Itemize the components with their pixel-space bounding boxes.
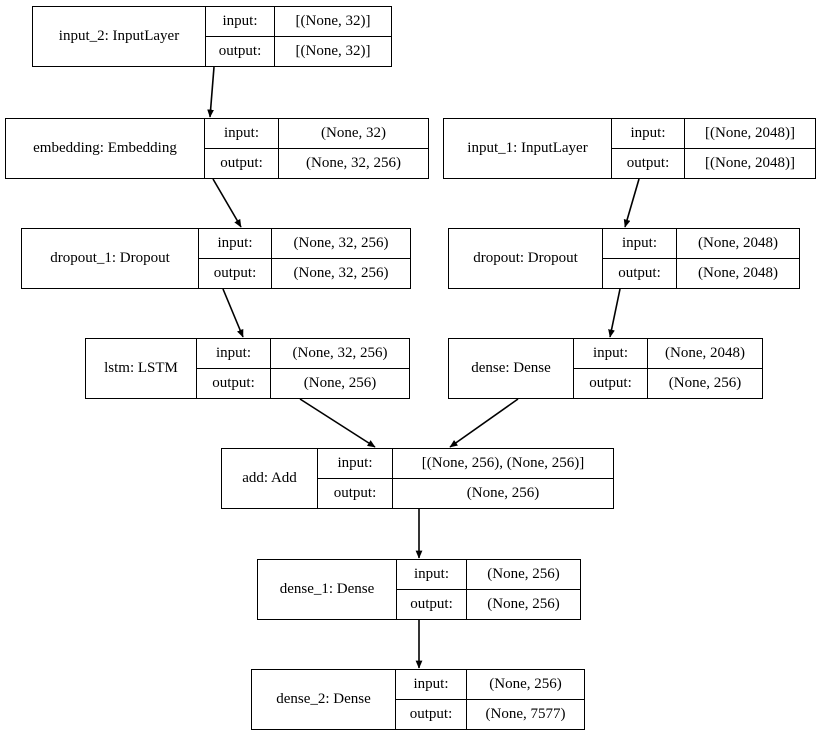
node-input-label-lstm: input: <box>197 339 271 368</box>
node-name-dropout_1: dropout_1: Dropout <box>22 229 199 288</box>
node-output-row-dense_1: output: (None, 256) <box>397 589 580 619</box>
node-input-label-embedding: input: <box>205 119 279 148</box>
node-name-dense_1: dense_1: Dense <box>258 560 397 619</box>
node-output-row-dense: output: (None, 256) <box>574 368 762 398</box>
node-output-row-lstm: output: (None, 256) <box>197 368 409 398</box>
node-output-shape-lstm: (None, 256) <box>303 374 377 391</box>
node-output-shape-dense_2: (None, 7577) <box>485 705 566 722</box>
node-output-row-embedding: output: (None, 32, 256) <box>205 148 428 178</box>
node-input-label-dense: input: <box>574 339 648 368</box>
node-input-shape-dropout_1: (None, 32, 256) <box>293 234 389 251</box>
node-name-add: add: Add <box>222 449 318 508</box>
node-name-dense: dense: Dense <box>449 339 574 398</box>
node-output-row-add: output: (None, 256) <box>318 478 613 508</box>
node-name-dropout: dropout: Dropout <box>449 229 603 288</box>
edge-embedding-to-dropout_1 <box>212 178 242 228</box>
node-input-shape-dense: (None, 2048) <box>665 344 745 361</box>
node-output-shape-dense_1: (None, 256) <box>487 595 560 612</box>
node-io-table-dense: input: (None, 2048) output: (None, 256) <box>574 339 762 398</box>
node-input-label-input_2: input: <box>206 7 275 36</box>
node-name-input_2: input_2: InputLayer <box>33 7 206 66</box>
node-input-label-dense_2: input: <box>396 670 467 699</box>
node-input-shape-input_2: [(None, 32)] <box>295 12 371 29</box>
node-output-label-dense: output: <box>574 368 648 398</box>
node-io-table-dropout_1: input: (None, 32, 256) output: (None, 32, 2… <box>199 229 410 288</box>
node-name-dense_2: dense_2: Dense <box>252 670 396 729</box>
node-input-shape-add: [(None, 256), (None, 256)] <box>421 454 585 471</box>
node-output-shape-dropout: (None, 2048) <box>698 264 778 281</box>
node-input-label-dense_1: input: <box>397 560 467 589</box>
node-output-label-dense_2: output: <box>396 699 467 729</box>
node-output-label-input_1: output: <box>612 148 685 178</box>
node-io-table-dropout: input: (None, 2048) output: (None, 2048) <box>603 229 799 288</box>
node-output-label-lstm: output: <box>197 368 271 398</box>
node-io-table-embedding: input: (None, 32) output: (None, 32, 256) <box>205 119 428 178</box>
node-input-row-dropout: input: (None, 2048) <box>603 229 799 259</box>
node-io-table-dense_2: input: (None, 256) output: (None, 7577) <box>396 670 584 729</box>
node-input-label-dropout_1: input: <box>199 229 272 258</box>
node-io-table-lstm: input: (None, 32, 256) output: (None, 256) <box>197 339 409 398</box>
edge-lstm-to-add <box>299 398 376 448</box>
node-input-shape-dropout: (None, 2048) <box>698 234 778 251</box>
node-input-shape-embedding: (None, 32) <box>321 124 386 141</box>
node-output-shape-dropout_1: (None, 32, 256) <box>293 264 389 281</box>
node-io-table-input_1: input: [(None, 2048)] output: [(None, 2048)… <box>612 119 815 178</box>
edge-dense-to-add <box>449 398 519 448</box>
node-name-lstm: lstm: LSTM <box>86 339 197 398</box>
node-output-label-dropout: output: <box>603 258 677 288</box>
node-output-shape-embedding: (None, 32, 256) <box>306 154 401 171</box>
node-input-label-input_1: input: <box>612 119 685 148</box>
node-io-table-input_2: input: [(None, 32)] output: [(None, 32)] <box>206 7 391 66</box>
node-output-row-dropout_1: output: (None, 32, 256) <box>199 258 410 288</box>
node-input-row-embedding: input: (None, 32) <box>205 119 428 149</box>
node-output-label-embedding: output: <box>205 148 279 178</box>
node-input-label-add: input: <box>318 449 393 478</box>
node-input-row-dense_1: input: (None, 256) <box>397 560 580 590</box>
node-input-row-add: input: [(None, 256), (None, 256)] <box>318 449 613 479</box>
node-output-row-dropout: output: (None, 2048) <box>603 258 799 288</box>
node-output-row-dense_2: output: (None, 7577) <box>396 699 584 729</box>
node-input-row-input_2: input: [(None, 32)] <box>206 7 391 37</box>
edge-dropout_1-to-lstm <box>222 288 244 338</box>
node-input-shape-dense_2: (None, 256) <box>489 675 562 692</box>
node-output-shape-add: (None, 256) <box>466 484 540 501</box>
node-output-shape-dense: (None, 256) <box>668 374 742 391</box>
node-output-row-input_1: output: [(None, 2048)] <box>612 148 815 178</box>
node-io-table-add: input: [(None, 256), (None, 256)] output: (… <box>318 449 613 508</box>
node-name-embedding: embedding: Embedding <box>6 119 205 178</box>
node-output-shape-input_2: [(None, 32)] <box>295 42 371 59</box>
node-input-row-lstm: input: (None, 32, 256) <box>197 339 409 369</box>
edge-dropout-to-dense <box>608 288 621 338</box>
edge-input_2-to-embedding <box>207 66 215 118</box>
node-io-table-dense_1: input: (None, 256) output: (None, 256) <box>397 560 580 619</box>
edge-input_1-to-dropout <box>623 178 640 228</box>
node-output-row-input_2: output: [(None, 32)] <box>206 36 391 66</box>
node-output-shape-input_1: [(None, 2048)] <box>705 154 795 171</box>
node-output-label-dense_1: output: <box>397 589 467 619</box>
node-input-row-dense_2: input: (None, 256) <box>396 670 584 700</box>
node-input-shape-dense_1: (None, 256) <box>487 565 560 582</box>
node-output-label-dropout_1: output: <box>199 258 272 288</box>
node-output-label-input_2: output: <box>206 36 275 66</box>
node-input-shape-lstm: (None, 32, 256) <box>292 344 388 361</box>
node-input-row-input_1: input: [(None, 2048)] <box>612 119 815 149</box>
node-name-input_1: input_1: InputLayer <box>444 119 612 178</box>
node-input-row-dense: input: (None, 2048) <box>574 339 762 369</box>
node-input-label-dropout: input: <box>603 229 677 258</box>
node-input-row-dropout_1: input: (None, 32, 256) <box>199 229 410 259</box>
node-output-label-add: output: <box>318 478 393 508</box>
node-input-shape-input_1: [(None, 2048)] <box>705 124 795 141</box>
